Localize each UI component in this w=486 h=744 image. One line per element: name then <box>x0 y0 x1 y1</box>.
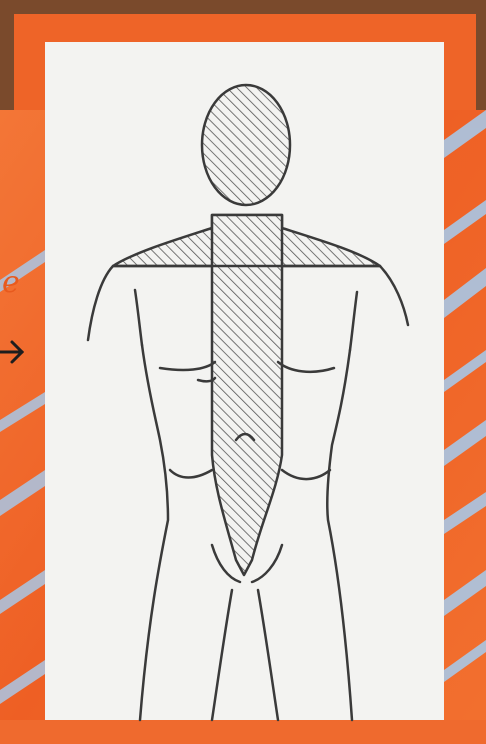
head <box>202 85 290 205</box>
left-edge-letter: e <box>2 265 20 300</box>
bottom-orange-strip <box>0 720 486 744</box>
